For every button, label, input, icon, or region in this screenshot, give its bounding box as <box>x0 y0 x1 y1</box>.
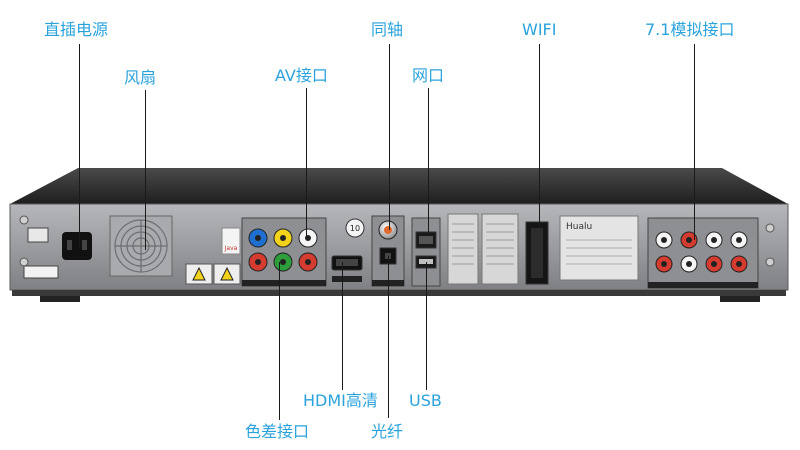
info-sticker-2 <box>481 213 519 285</box>
java-sticker <box>221 227 241 255</box>
leader-analog71 <box>694 44 695 240</box>
svg-text:10: 10 <box>350 224 360 233</box>
label-wifi: WIFI <box>522 20 557 39</box>
leader-fan <box>145 90 146 250</box>
label-usb: USB <box>409 391 442 410</box>
leader-network <box>428 88 429 236</box>
leader-av <box>306 88 307 238</box>
label-fan: 风扇 <box>124 68 157 87</box>
info-sticker-1 <box>447 213 479 285</box>
power-socket <box>62 232 92 260</box>
java-text: Java <box>224 245 238 252</box>
ten-badge <box>345 218 365 238</box>
label-coaxial: 同轴 <box>371 20 404 39</box>
brand-text: Hualu <box>566 222 592 232</box>
leader-usb <box>426 262 427 390</box>
leader-power <box>79 44 80 248</box>
power-sticker <box>27 227 49 243</box>
analog71-plate <box>647 217 759 289</box>
screw <box>19 215 29 225</box>
label-av: AV接口 <box>275 66 328 85</box>
analog71-jacks <box>655 231 748 273</box>
foot-right <box>720 296 760 302</box>
av-plate <box>241 217 327 287</box>
leader-coaxial <box>389 44 390 230</box>
top-cover <box>10 168 788 204</box>
screw <box>19 257 29 267</box>
label-optical: 光纤 <box>371 422 404 441</box>
label-component: 色差接口 <box>245 422 310 441</box>
leader-optical <box>388 256 389 418</box>
leader-wifi <box>539 44 540 226</box>
power-label-sticker <box>23 265 59 279</box>
bottom-lip <box>12 290 786 296</box>
label-hdmi: HDMI高清 <box>303 391 378 410</box>
component-jacks <box>248 252 318 272</box>
foot-left <box>40 296 80 302</box>
label-power: 直插电源 <box>44 20 109 39</box>
label-network: 网口 <box>412 66 445 85</box>
leader-hdmi <box>342 262 343 390</box>
leader-component <box>279 262 280 420</box>
screw <box>765 257 775 267</box>
screw <box>765 223 775 233</box>
label-analog71: 7.1模拟接口 <box>645 20 735 39</box>
